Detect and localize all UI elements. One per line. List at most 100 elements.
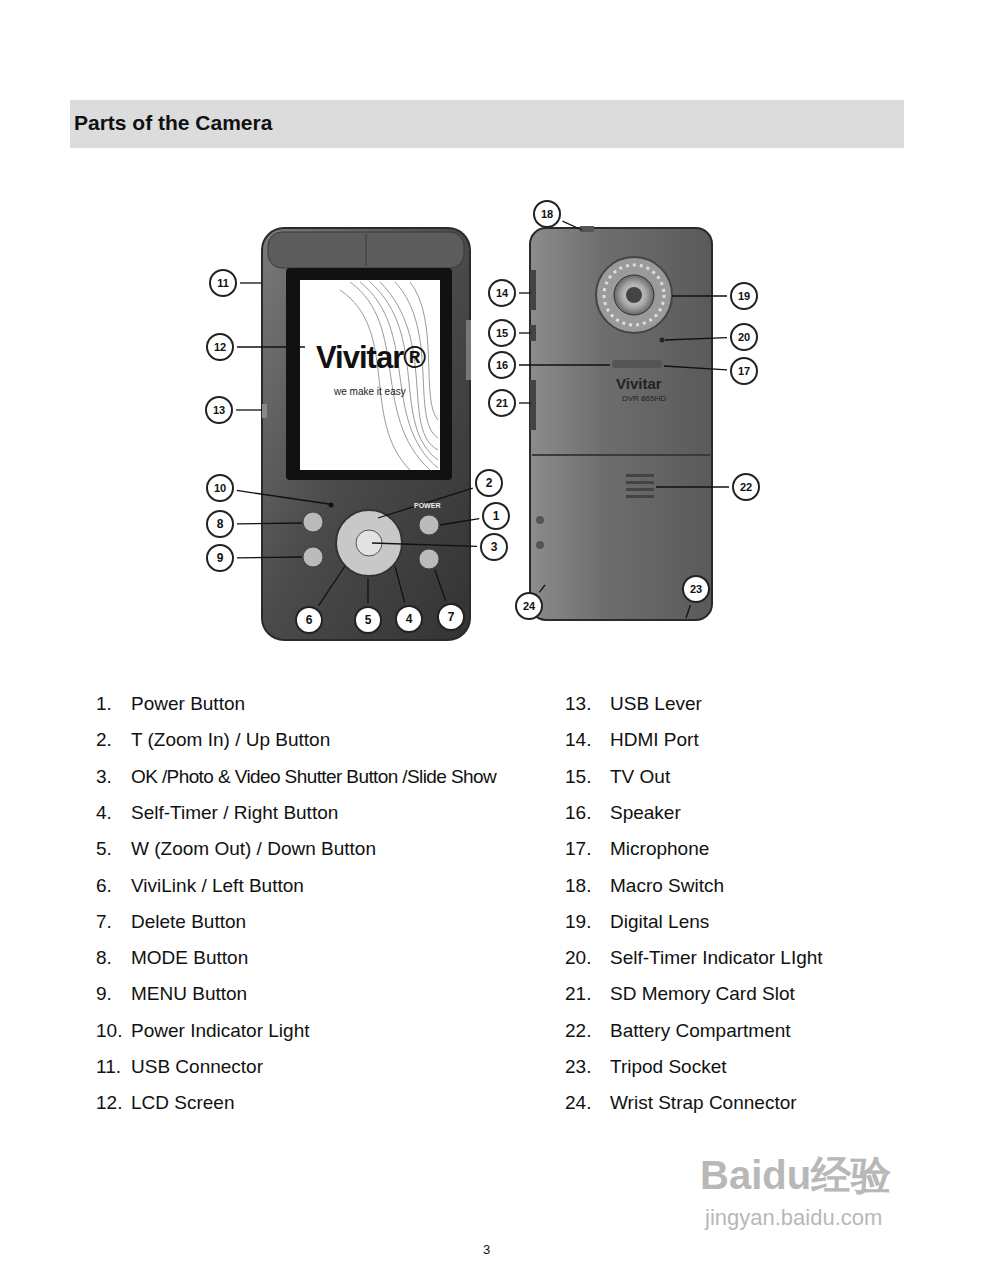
part-name: Digital Lens xyxy=(610,911,709,933)
leader-line xyxy=(440,519,479,525)
callout-number: 20 xyxy=(730,323,758,351)
list-number: 15. xyxy=(565,766,591,788)
callout-number: 21 xyxy=(488,389,516,417)
part-name: OK /Photo & Video Shutter Button /Slide … xyxy=(131,766,496,788)
part-name: Power Indicator Light xyxy=(131,1020,310,1042)
lens-ring xyxy=(596,257,672,333)
button-icon xyxy=(536,516,544,524)
callout-number: 10 xyxy=(206,474,234,502)
leader-line xyxy=(665,338,727,340)
callout-number: 19 xyxy=(730,282,758,310)
callout-number: 4 xyxy=(395,605,423,633)
list-number: 1. xyxy=(96,693,112,715)
leader-line xyxy=(237,346,305,347)
lens-center xyxy=(626,287,642,303)
button-label: POWER xyxy=(414,502,440,509)
hinge-seam xyxy=(366,234,367,266)
screen-bezel xyxy=(286,268,452,480)
callout-number: 16 xyxy=(488,351,516,379)
list-number: 11. xyxy=(96,1056,121,1078)
leader-line xyxy=(686,605,690,618)
power-button xyxy=(419,515,439,535)
leader-line xyxy=(236,409,262,410)
part-name: Self-Timer Indicator LIght xyxy=(610,947,823,969)
part-name: Macro Switch xyxy=(610,875,724,897)
leader-line xyxy=(237,490,329,504)
leader-line xyxy=(519,332,531,333)
battery-seam xyxy=(532,454,710,456)
list-number: 19. xyxy=(565,911,591,933)
leader-line xyxy=(519,292,531,293)
leader-line xyxy=(435,570,446,601)
hdmi-port xyxy=(530,270,536,310)
list-number: 2. xyxy=(96,729,112,751)
list-number: 24. xyxy=(565,1092,591,1114)
macro-switch xyxy=(580,226,594,232)
callout-number: 12 xyxy=(206,333,234,361)
leader-line xyxy=(372,543,477,546)
part-name: USB Lever xyxy=(610,693,702,715)
usb-lever xyxy=(262,404,267,418)
microphone-grille xyxy=(612,360,662,368)
part-name: Power Button xyxy=(131,693,245,715)
part-name: MODE Button xyxy=(131,947,248,969)
menu-button xyxy=(303,547,323,567)
leader-line xyxy=(656,486,729,487)
leader-line xyxy=(539,585,545,592)
leader-line xyxy=(664,366,727,370)
part-name: Battery Compartment xyxy=(610,1020,791,1042)
part-name: LCD Screen xyxy=(131,1092,235,1114)
watermark: Baidu经验 xyxy=(700,1148,891,1203)
screen-slogan: we make it easy xyxy=(334,386,406,397)
list-number: 14. xyxy=(565,729,591,751)
list-number: 13. xyxy=(565,693,591,715)
part-name: ViviLink / Left Button xyxy=(131,875,304,897)
list-number: 6. xyxy=(96,875,112,897)
power-indicator xyxy=(329,503,334,508)
list-number: 8. xyxy=(96,947,112,969)
camera-back-body xyxy=(530,228,712,620)
part-name: USB Connector xyxy=(131,1056,263,1078)
callout-number: 7 xyxy=(437,603,465,631)
callout-number: 13 xyxy=(205,396,233,424)
part-name: W (Zoom Out) / Down Button xyxy=(131,838,376,860)
leader-line xyxy=(378,488,473,518)
lcd-screen xyxy=(300,280,440,470)
callout-number: 22 xyxy=(732,473,760,501)
leader-line xyxy=(519,364,610,365)
leader-line xyxy=(237,556,302,558)
list-number: 23. xyxy=(565,1056,591,1078)
callout-number: 1 xyxy=(482,502,510,530)
screen-swirl xyxy=(340,282,438,470)
part-name: HDMI Port xyxy=(610,729,699,751)
callout-number: 5 xyxy=(354,606,382,634)
list-number: 21. xyxy=(565,983,591,1005)
list-number: 3. xyxy=(96,766,112,788)
leader-line xyxy=(240,282,262,283)
leader-line xyxy=(562,221,582,230)
part-name: MENU Button xyxy=(131,983,247,1005)
callout-number: 9 xyxy=(206,544,234,572)
callout-number: 11 xyxy=(209,269,237,297)
list-number: 10. xyxy=(96,1020,122,1042)
callout-number: 8 xyxy=(206,510,234,538)
callout-number: 2 xyxy=(475,469,503,497)
part-name: TV Out xyxy=(610,766,670,788)
callout-number: 6 xyxy=(295,606,323,634)
list-number: 12. xyxy=(96,1092,122,1114)
list-number: 7. xyxy=(96,911,112,933)
leader-line xyxy=(367,578,368,603)
mode-button xyxy=(303,512,323,532)
leader-line xyxy=(237,522,302,524)
part-name: SD Memory Card Slot xyxy=(610,983,795,1005)
callout-number: 15 xyxy=(488,319,516,347)
part-name: Speaker xyxy=(610,802,681,824)
delete-button xyxy=(419,549,439,569)
list-number: 9. xyxy=(96,983,112,1005)
part-name: Tripod Socket xyxy=(610,1056,727,1078)
callout-number: 17 xyxy=(730,357,758,385)
list-number: 18. xyxy=(565,875,591,897)
callout-number: 23 xyxy=(682,575,710,603)
sd-slot xyxy=(530,380,536,430)
